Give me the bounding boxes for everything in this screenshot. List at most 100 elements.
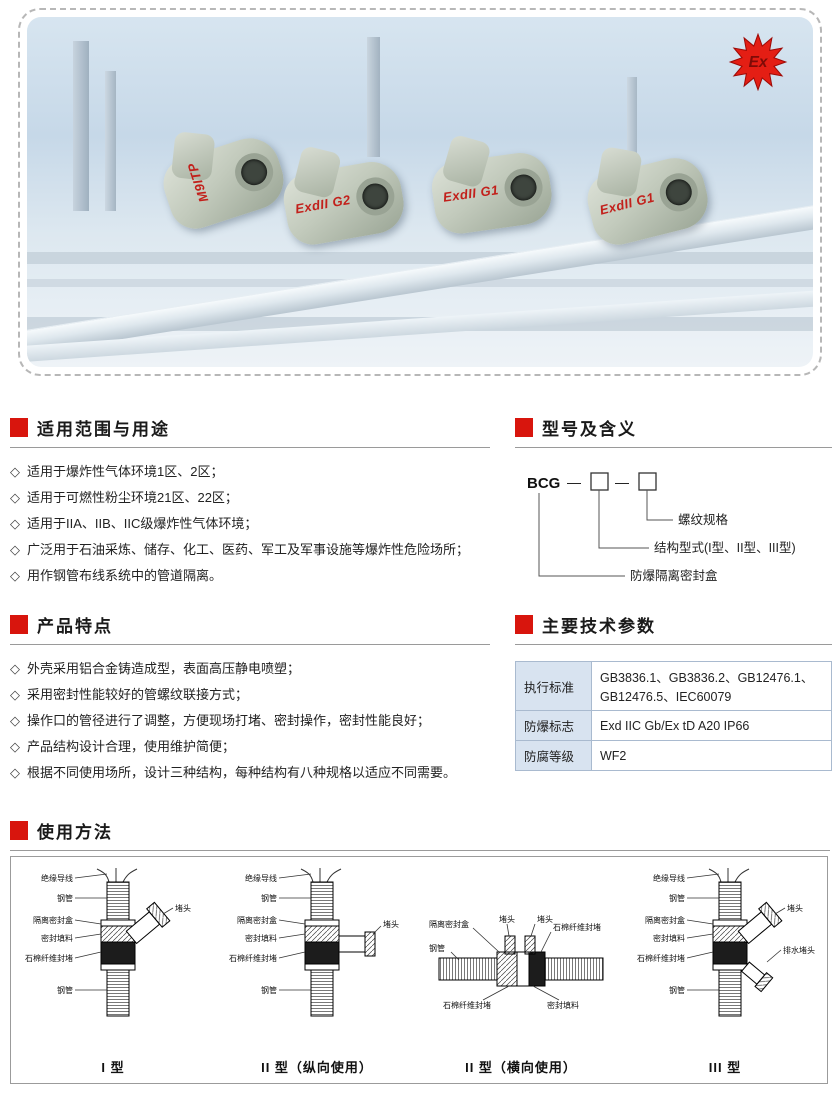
model-label-structure: 结构型式(I型、II型、III型) xyxy=(654,540,796,555)
red-square-icon xyxy=(515,615,533,634)
upper-pipe-threads xyxy=(106,881,130,921)
product-marking: ExdII G1 xyxy=(442,182,500,205)
list-item: ◇采用密封性能较好的管螺纹联接方式； xyxy=(10,682,490,708)
industrial-tower xyxy=(627,77,637,177)
drain-plug-body xyxy=(754,971,774,993)
label-wire: 绝缘导线 xyxy=(41,873,73,883)
asbestos-plug xyxy=(496,951,518,987)
ex-text: Ex xyxy=(749,54,769,71)
label-plug: 堵头 xyxy=(787,903,803,913)
diagram-type-2h-drawing: 隔离密封盒 堵头 堵头 石棉纤维封堵 钢管 石棉纤维封堵 密封填料 xyxy=(429,914,604,1010)
red-square-icon xyxy=(10,418,28,437)
label-asbestos: 石棉纤维封堵 xyxy=(637,953,685,963)
list-item-text: 外壳采用铝合金铸造成型，表面高压静电喷塑； xyxy=(27,661,301,676)
list-item-text: 根据不同使用场所，设计三种结构，每种结构有八种规格以适应不同需要。 xyxy=(27,765,457,780)
list-item-text: 产品结构设计合理，使用维护简便； xyxy=(27,739,236,754)
diagram-type-1: 绝缘导线 钢管 隔离密封盒 密封填料 石棉纤维封堵 钢管 堵头 I 型 xyxy=(11,857,215,1083)
plug-body xyxy=(146,901,171,928)
sealing-compound-dark xyxy=(528,951,546,987)
section-parameters: 主要技术参数 执行标准 GB3836.1、GB3836.2、GB12476.1、… xyxy=(515,612,832,771)
list-item-text: 用作钢管布线系统中的管道隔离。 xyxy=(27,568,223,583)
label-pipe: 钢管 xyxy=(261,893,277,903)
diamond-bullet-icon: ◇ xyxy=(10,568,20,583)
product-branch xyxy=(292,145,343,200)
section-header: 产品特点 xyxy=(10,612,490,645)
asbestos-plug xyxy=(304,941,340,965)
model-box-structure xyxy=(590,472,609,491)
plant-photo: M9ITP ExdII G2 ExdII G1 xyxy=(27,17,813,367)
diamond-bullet-icon: ◇ xyxy=(10,765,20,780)
industrial-tower xyxy=(105,71,116,211)
section-features: 产品特点 ◇外壳采用铝合金铸造成型，表面高压静电喷塑； ◇采用密封性能较好的管螺… xyxy=(10,612,490,786)
insulated-wires xyxy=(300,868,342,883)
list-item: ◇操作口的管径进行了调整，方便现场打堵、密封操作，密封性能良好； xyxy=(10,708,490,734)
product-port xyxy=(230,148,279,197)
table-row: 执行标准 GB3836.1、GB3836.2、GB12476.1、GB12476… xyxy=(515,661,832,711)
product-port xyxy=(655,169,702,216)
label-box: 隔离密封盒 xyxy=(429,919,469,929)
lower-pipe-threads xyxy=(106,969,130,1017)
product-body: ExdII G1 xyxy=(428,133,556,237)
section-model: 型号及含义 BCG — — 螺纹规格 结构型式(I型、II型、III型) 防爆隔… xyxy=(515,415,832,603)
plug-body xyxy=(364,931,376,957)
product-branch xyxy=(440,133,492,189)
list-item-text: 适用于IIA、IIB、IIC级爆炸性气体环境； xyxy=(27,516,258,531)
model-dash: — xyxy=(615,474,629,490)
plug-top-right xyxy=(524,935,536,955)
diagram-caption: II 型（横向使用） xyxy=(465,1060,577,1075)
section-header: 使用方法 xyxy=(10,818,830,851)
lower-pipe-threads xyxy=(718,969,742,1017)
diagram-caption: I 型 xyxy=(101,1060,125,1075)
product-port xyxy=(502,166,546,210)
label-plug: 堵头 xyxy=(537,914,553,924)
diagram-type-3: 绝缘导线 钢管 隔离密封盒 密封填料 石棉纤维封堵 钢管 堵头 排水堵头 III… xyxy=(623,857,827,1083)
diagram-type-2-horizontal: 隔离密封盒 堵头 堵头 石棉纤维封堵 钢管 石棉纤维封堵 密封填料 II 型（横… xyxy=(419,857,623,1083)
product-photo-1: M9ITP xyxy=(156,130,292,236)
diagram-type-2v-drawing: 绝缘导线 钢管 隔离密封盒 密封填料 石棉纤维封堵 钢管 堵头 xyxy=(229,868,399,1017)
list-item-text: 采用密封性能较好的管螺纹联接方式； xyxy=(27,687,249,702)
label-asbestos: 石棉纤维封堵 xyxy=(443,1000,491,1010)
param-value: GB3836.1、GB3836.2、GB12476.1、GB12476.5、IE… xyxy=(591,661,832,711)
diagram-caption: III 型 xyxy=(708,1060,742,1075)
param-label: 执行标准 xyxy=(515,661,592,711)
list-item-text: 适用于爆炸性气体环境1区、2区； xyxy=(27,464,224,479)
insulated-wires xyxy=(96,868,138,883)
upper-pipe-threads xyxy=(718,881,742,921)
parameters-table: 执行标准 GB3836.1、GB3836.2、GB12476.1、GB12476… xyxy=(515,661,832,771)
photo-banner: M9ITP ExdII G2 ExdII G1 xyxy=(18,8,822,376)
diamond-bullet-icon: ◇ xyxy=(10,464,20,479)
model-label-thread: 螺纹规格 xyxy=(678,512,729,527)
product-port xyxy=(353,174,398,219)
product-branch xyxy=(595,145,643,199)
usage-diagrams-box: 绝缘导线 钢管 隔离密封盒 密封填料 石棉纤维封堵 钢管 堵头 I 型 xyxy=(10,856,828,1084)
param-value: Exd IIC Gb/Ex tD A20 IP66 xyxy=(591,710,832,741)
section-title: 产品特点 xyxy=(37,617,113,636)
product-body: ExdII G2 xyxy=(279,145,409,249)
operation-branch xyxy=(125,901,171,945)
plug-body xyxy=(758,901,783,928)
plug-top-left xyxy=(504,935,516,955)
industrial-tower xyxy=(73,41,89,211)
leader-line xyxy=(598,490,649,549)
product-photo-3: ExdII G1 xyxy=(428,133,556,237)
red-square-icon xyxy=(10,821,28,840)
list-item: ◇ 适用于爆炸性气体环境1区、2区； xyxy=(10,459,490,485)
label-pipe: 钢管 xyxy=(57,985,73,995)
list-item: ◇广泛用于石油采炼、储存、化工、医药、军工及军事设施等爆炸性危险场所； xyxy=(10,537,490,563)
diamond-bullet-icon: ◇ xyxy=(10,739,20,754)
param-label: 防爆标志 xyxy=(515,710,592,741)
list-item: ◇ 用作钢管布线系统中的管道隔离。 xyxy=(10,563,490,589)
table-row: 防腐等级 WF2 xyxy=(515,740,832,771)
label-asbestos: 石棉纤维封堵 xyxy=(553,922,601,932)
leader-lines xyxy=(686,873,786,991)
pipe-rack xyxy=(27,252,813,264)
leader-line xyxy=(538,493,625,577)
diagram-type-1-drawing: 绝缘导线 钢管 隔离密封盒 密封填料 石棉纤维封堵 钢管 堵头 xyxy=(25,868,191,1017)
upper-pipe-threads xyxy=(310,881,334,921)
diamond-bullet-icon: ◇ xyxy=(10,661,20,676)
drain-branch xyxy=(740,961,774,993)
operation-branch xyxy=(737,901,783,945)
param-value: WF2 xyxy=(591,740,832,771)
list-item-text: 广泛用于石油采炼、储存、化工、医药、军工及军事设施等爆炸性危险场所； xyxy=(27,542,470,557)
model-dash: — xyxy=(567,474,581,490)
